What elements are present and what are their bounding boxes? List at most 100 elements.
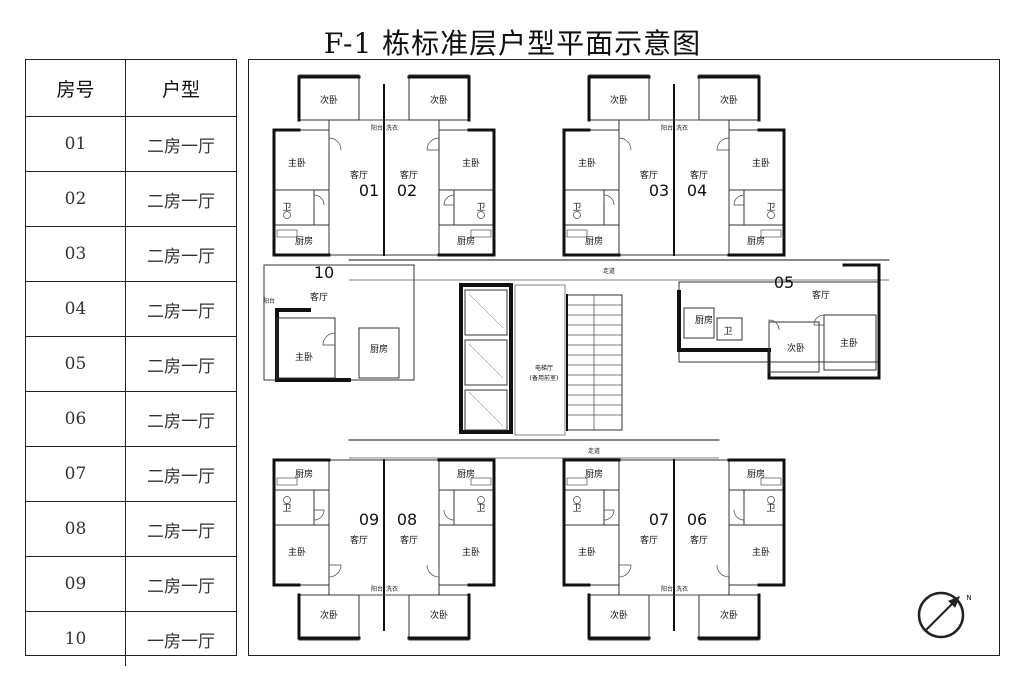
- unit-type-cell: 二房一厅: [147, 466, 215, 487]
- table-row: 10 一房一厅: [26, 612, 236, 666]
- balcony-label: 阳台: [371, 585, 383, 593]
- table-row: 09 二房一厅: [26, 557, 236, 612]
- toilet-fixture: [477, 211, 485, 219]
- bathroom-left: [563, 489, 605, 526]
- door-swing: [443, 509, 455, 521]
- elevator-cross: [468, 343, 504, 379]
- elevator-hall-note: (备用前室): [530, 374, 559, 382]
- bathroom-right: [453, 189, 495, 226]
- table-row: 06 二房一厅: [26, 392, 236, 447]
- toilet-fixture: [767, 211, 775, 219]
- table-row: 05 二房一厅: [26, 337, 236, 392]
- bathroom-right: [743, 189, 785, 226]
- unit-number: 07: [649, 510, 669, 529]
- room-label: 主卧: [288, 157, 306, 169]
- room-label: 卫: [476, 504, 485, 514]
- unit-type-cell: 二房一厅: [147, 356, 215, 377]
- column-header-unit-type: 户型: [161, 78, 200, 101]
- table-row: 02 二房一厅: [26, 172, 236, 227]
- stove-fixture: [470, 229, 492, 238]
- door-swing: [813, 314, 825, 326]
- unit-number: 01: [359, 181, 379, 200]
- master-bedroom-unit-10: [276, 317, 336, 379]
- door-swing: [733, 194, 745, 206]
- door-swing: [443, 194, 455, 206]
- unit-type-cell: 二房一厅: [147, 136, 215, 157]
- unit-number: 04: [687, 181, 707, 200]
- room-label: 次卧: [320, 94, 338, 106]
- room-label: 卫: [723, 327, 732, 337]
- room-number-cell: 06: [26, 392, 126, 446]
- unit-type-cell: 二房一厅: [147, 246, 215, 267]
- master-bedroom-unit-05: [823, 314, 877, 371]
- bathroom-left: [273, 489, 315, 526]
- stove-fixture: [566, 477, 588, 486]
- room-label: 次卧: [430, 94, 448, 106]
- door-swing: [426, 137, 440, 151]
- room-label: 卫: [282, 203, 291, 213]
- toilet-fixture: [283, 211, 291, 219]
- room-label: 次卧: [610, 609, 628, 621]
- room-label: 次卧: [787, 342, 805, 354]
- room-label: 卫: [572, 504, 581, 514]
- room-label: 主卧: [578, 546, 596, 558]
- room-label: 客厅: [690, 169, 708, 181]
- table-row: 03 二房一厅: [26, 227, 236, 282]
- door-swing: [313, 194, 325, 206]
- room-label: 厨房: [695, 314, 713, 326]
- bathroom-unit-05: [716, 317, 743, 341]
- unit-type-cell: 二房一厅: [147, 301, 215, 322]
- unit-number: 08: [397, 510, 417, 529]
- room-label: 次卧: [610, 94, 628, 106]
- unit-type-cell: 一房一厅: [147, 631, 215, 652]
- laundry-label: 洗衣: [676, 124, 688, 132]
- table-row: 04 二房一厅: [26, 282, 236, 337]
- elevator-shaft: [464, 289, 508, 336]
- elevator-hall-label: 电梯厅: [535, 364, 553, 372]
- room-label: 主卧: [462, 157, 480, 169]
- toilet-fixture: [283, 496, 291, 504]
- table-row: 01 二房一厅: [26, 117, 236, 172]
- stove-fixture: [760, 477, 782, 486]
- room-label: 主卧: [752, 546, 770, 558]
- room-label: 客厅: [310, 291, 328, 303]
- stove-fixture: [760, 229, 782, 238]
- room-label: 主卧: [752, 157, 770, 169]
- door-swing: [618, 137, 632, 151]
- room-label: 卫: [282, 504, 291, 514]
- room-number-cell: 08: [26, 502, 126, 556]
- stove-fixture: [276, 229, 298, 238]
- room-number-cell: 03: [26, 227, 126, 281]
- room-number-cell: 09: [26, 557, 126, 611]
- room-label: 厨房: [295, 235, 313, 247]
- room-label: 客厅: [690, 534, 708, 546]
- door-swing: [733, 509, 745, 521]
- elevator-shaft: [464, 339, 508, 386]
- room-label: 厨房: [747, 468, 765, 480]
- toilet-fixture: [573, 211, 581, 219]
- elevator-cross: [468, 293, 504, 329]
- room-label: 厨房: [295, 468, 313, 480]
- room-label: 客厅: [350, 534, 368, 546]
- toilet-fixture: [767, 496, 775, 504]
- balcony-label: 阳台: [661, 124, 673, 132]
- unit-number: 09: [359, 510, 379, 529]
- laundry-label: 洗衣: [676, 585, 688, 593]
- door-swing: [716, 137, 730, 151]
- room-label: 主卧: [288, 546, 306, 558]
- door-swing: [328, 564, 342, 578]
- room-label: 厨房: [457, 235, 475, 247]
- room-label: 厨房: [585, 468, 603, 480]
- room-label: 主卧: [578, 157, 596, 169]
- room-label: 次卧: [720, 609, 738, 621]
- door-swing: [603, 509, 615, 521]
- toilet-fixture: [477, 496, 485, 504]
- bathroom-right: [743, 489, 785, 526]
- laundry-label: 洗衣: [386, 585, 398, 593]
- elevator-shaft: [464, 389, 508, 431]
- page-title: F-1 栋标准层户型平面示意图: [323, 27, 702, 60]
- room-label: 厨房: [370, 343, 388, 355]
- room-number-cell: 02: [26, 172, 126, 226]
- door-swing: [603, 194, 615, 206]
